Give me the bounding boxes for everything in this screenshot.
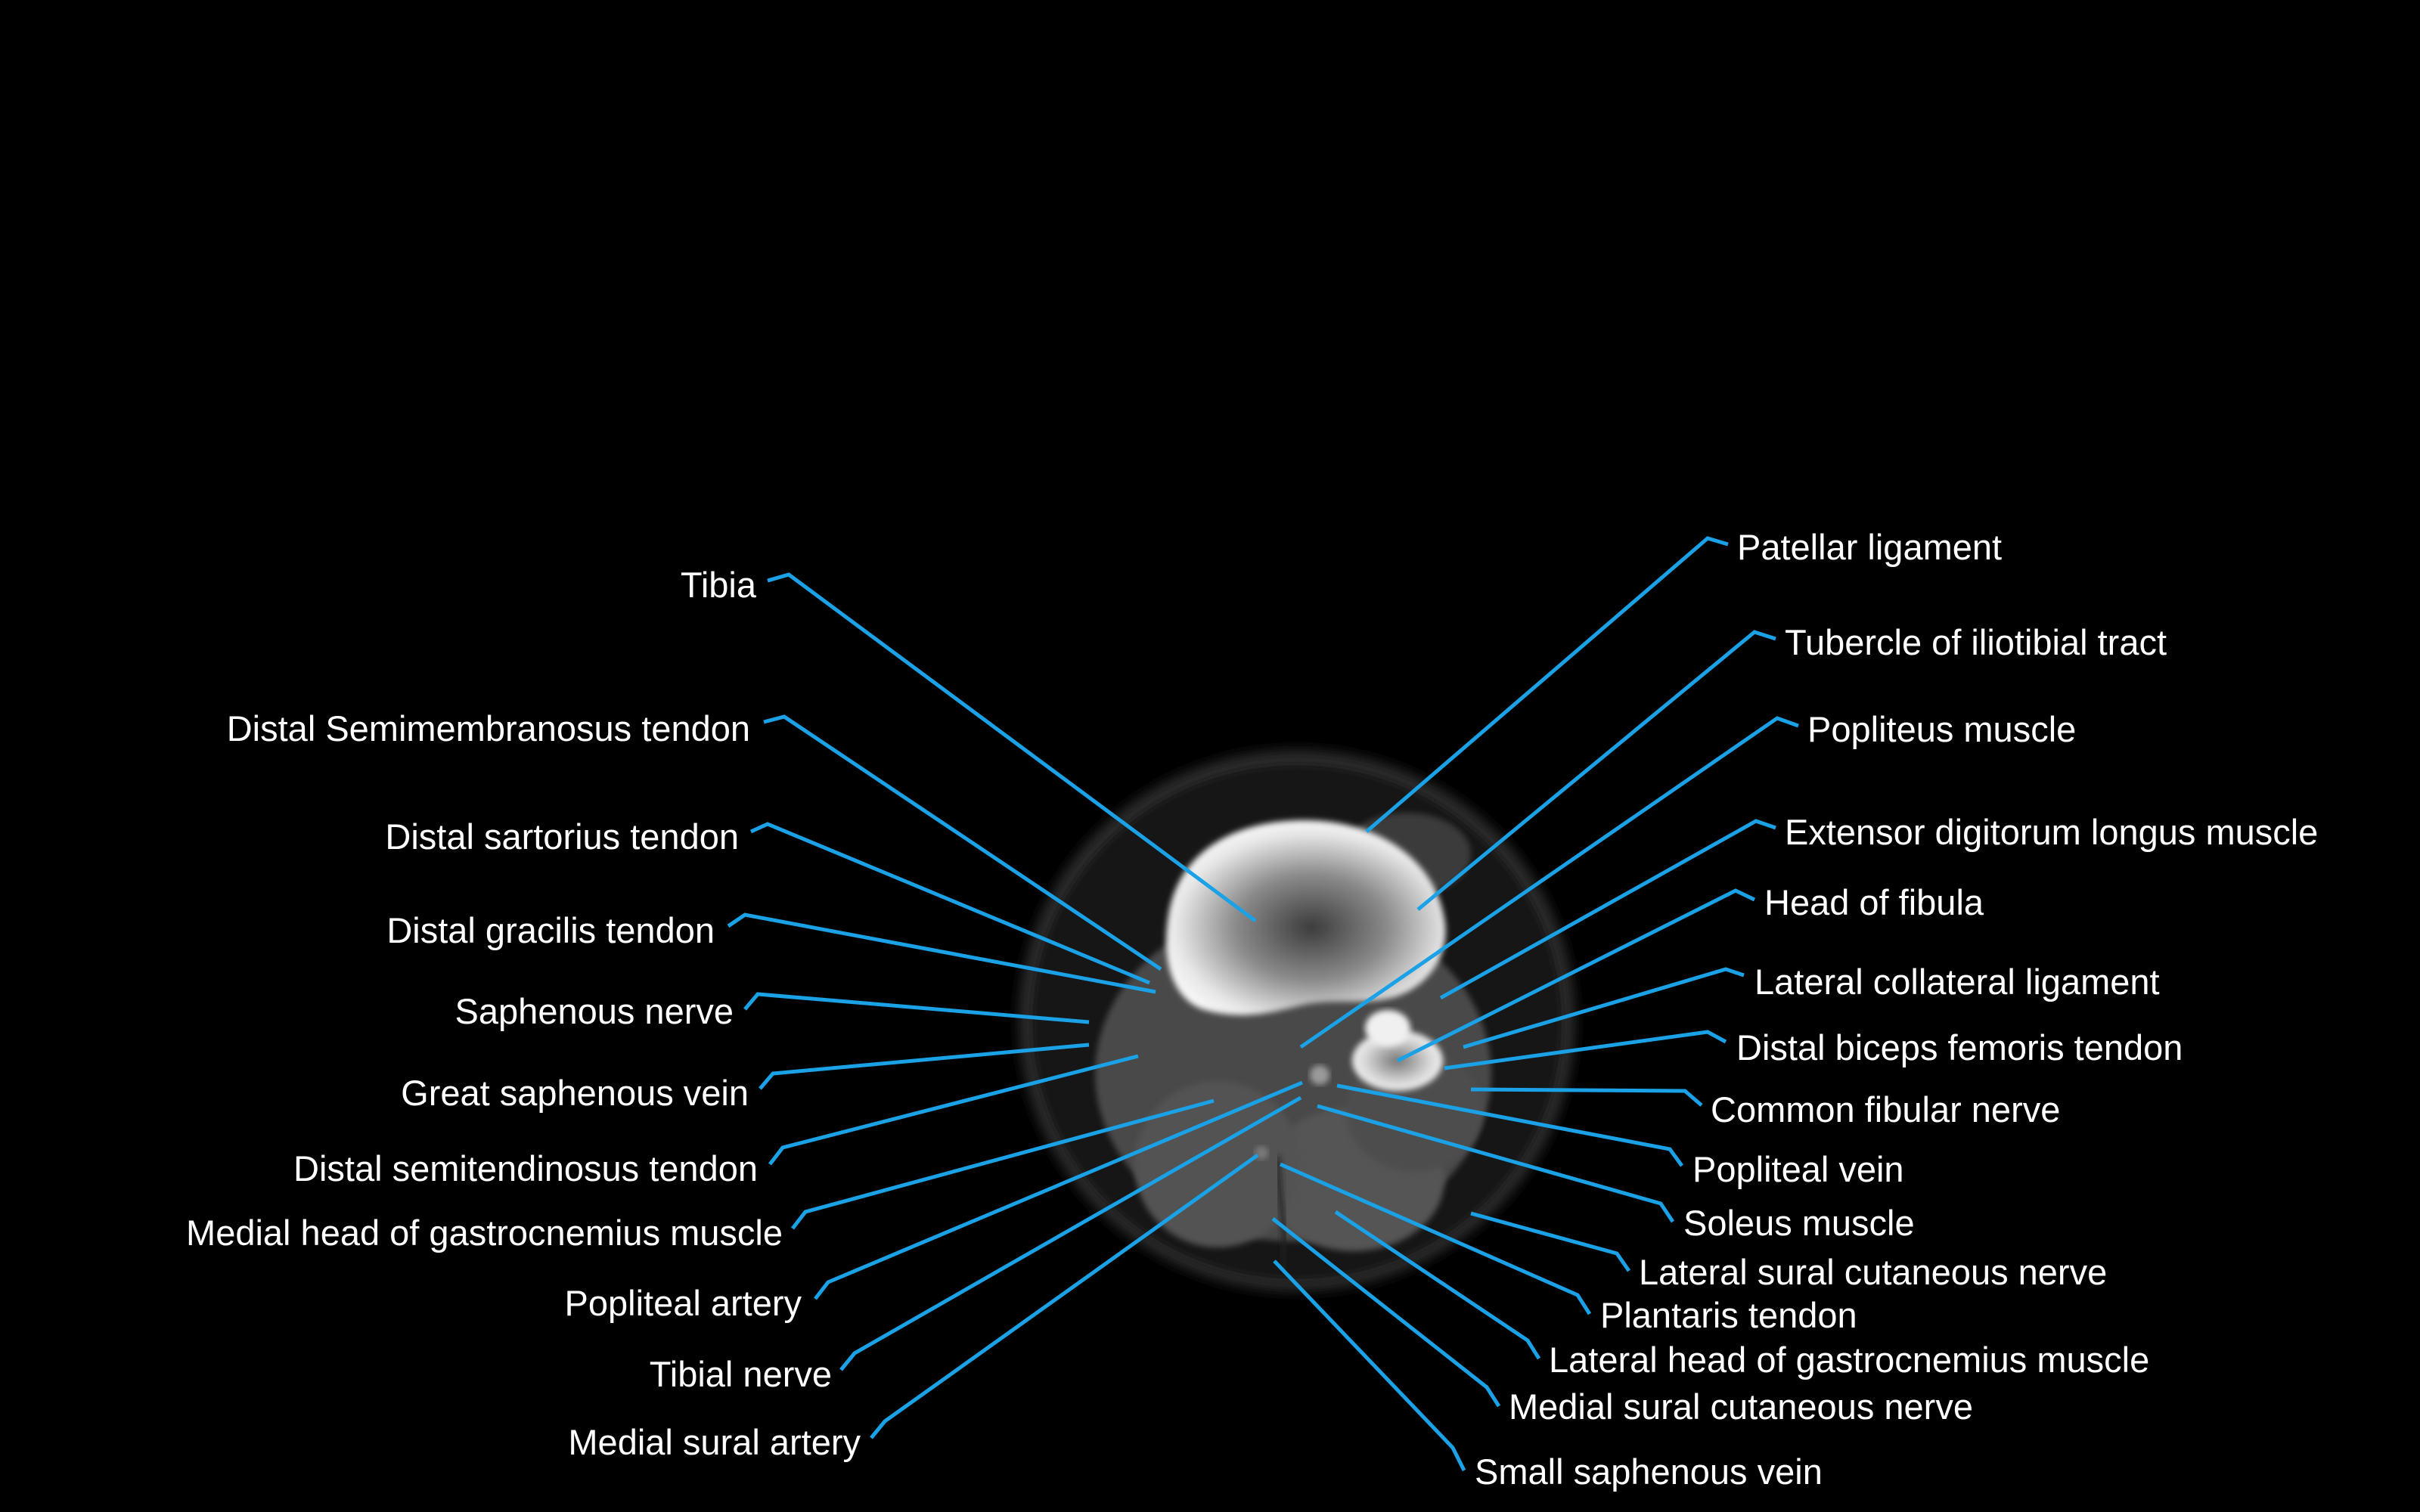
label-distal-semitendinosus-tendon: Distal semitendinosus tendon <box>293 1148 758 1188</box>
label-patellar-ligament: Patellar ligament <box>1737 527 2002 567</box>
leader-line-patellar-ligament <box>1365 536 1729 833</box>
label-tibia: Tibia <box>681 565 757 605</box>
label-popliteal-vein: Popliteal vein <box>1692 1149 1904 1189</box>
leader-line-distal-biceps-femoris-tendon <box>1444 1030 1727 1070</box>
right-labels: Patellar ligament Tubercle of iliotibial… <box>1475 527 2318 1492</box>
label-popliteus-muscle: Popliteus muscle <box>1807 709 2076 749</box>
label-popliteal-artery: Popliteal artery <box>565 1283 802 1323</box>
leader-line-distal-gracilis-tendon <box>727 912 1156 994</box>
label-plantaris-tendon: Plantaris tendon <box>1600 1295 1857 1335</box>
label-lateral-sural-cutaneous-nerve: Lateral sural cutaneous nerve <box>1639 1252 2107 1292</box>
leader-line-tubercle-of-iliotibial-tract <box>1416 630 1776 911</box>
label-head-of-fibula: Head of fibula <box>1764 882 1984 922</box>
muscle-septum <box>1276 1156 1288 1271</box>
leader-line-head-of-fibula <box>1396 888 1756 1063</box>
label-lateral-head-of-gastrocnemius-muscle: Lateral head of gastrocnemius muscle <box>1549 1340 2149 1380</box>
leader-line-distal-semitendinosus-tendon <box>768 1054 1139 1166</box>
label-medial-sural-cutaneous-nerve: Medial sural cutaneous nerve <box>1509 1387 1973 1427</box>
leader-line-distal-sartorius-tendon <box>749 822 1150 985</box>
fibula-cortex-notch <box>1365 1010 1410 1046</box>
leader-line-saphenous-nerve <box>743 992 1090 1024</box>
leader-line-medial-sural-artery <box>870 1153 1259 1439</box>
label-medial-sural-artery: Medial sural artery <box>568 1422 861 1462</box>
label-distal-semimembranosus-tendon: Distal Semimembranosus tendon <box>227 708 750 748</box>
label-tibial-nerve: Tibial nerve <box>650 1354 832 1394</box>
label-extensor-digitorum-longus-muscle: Extensor digitorum longus muscle <box>1785 812 2318 852</box>
popliteal-vessel <box>1310 1065 1329 1085</box>
label-tubercle-of-iliotibial-tract: Tubercle of iliotibial tract <box>1785 622 2167 662</box>
tibia-bone <box>1166 820 1446 1015</box>
label-distal-sartorius-tendon: Distal sartorius tendon <box>385 816 739 857</box>
label-small-saphenous-vein: Small saphenous vein <box>1475 1452 1823 1492</box>
leader-line-medial-head-of-gastrocnemius-muscle <box>791 1098 1215 1230</box>
label-medial-head-of-gastrocnemius-muscle: Medial head of gastrocnemius muscle <box>186 1213 783 1253</box>
leader-line-soleus-muscle <box>1317 1104 1675 1223</box>
leader-line-popliteal-artery <box>814 1080 1303 1300</box>
label-distal-gracilis-tendon: Distal gracilis tendon <box>386 910 715 950</box>
leader-line-great-saphenous-vein <box>759 1043 1090 1090</box>
leader-line-medial-sural-cutaneous-nerve <box>1271 1217 1501 1408</box>
leader-line-common-fibular-nerve <box>1470 1087 1703 1107</box>
label-great-saphenous-vein: Great saphenous vein <box>401 1073 749 1113</box>
label-lateral-collateral-ligament: Lateral collateral ligament <box>1754 962 2160 1002</box>
label-common-fibular-nerve: Common fibular nerve <box>1711 1089 2060 1129</box>
leader-lines <box>727 536 1799 1472</box>
leader-line-lateral-collateral-ligament <box>1463 967 1745 1049</box>
leader-line-popliteal-vein <box>1336 1083 1684 1167</box>
leader-line-plantaris-tendon <box>1279 1162 1592 1315</box>
leader-line-popliteus-muscle <box>1299 716 1799 1049</box>
leader-line-lateral-sural-cutaneous-nerve <box>1470 1211 1631 1272</box>
left-labels: Tibia Distal Semimembranosus tendon Dist… <box>186 565 861 1462</box>
leader-line-distal-semimembranosus-tendon <box>763 714 1162 971</box>
leader-line-extensor-digitorum-longus-muscle <box>1439 819 1776 1000</box>
label-soleus-muscle: Soleus muscle <box>1683 1203 1915 1243</box>
leader-line-small-saphenous-vein <box>1273 1259 1466 1472</box>
label-distal-biceps-femoris-tendon: Distal biceps femoris tendon <box>1736 1027 2183 1067</box>
leader-line-lateral-head-of-gastrocnemius-muscle <box>1334 1210 1541 1360</box>
leader-line-tibial-nerve <box>839 1095 1302 1371</box>
leader-line-tibia <box>767 572 1257 923</box>
label-saphenous-nerve: Saphenous nerve <box>455 991 734 1031</box>
